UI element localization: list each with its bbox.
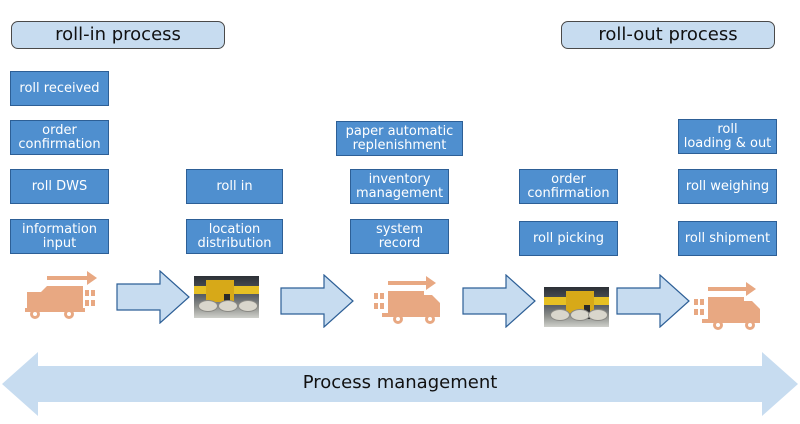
step-paper-automatic-replenishment: paper automatic replenishment	[336, 121, 463, 156]
truck-loading-out-icon	[694, 282, 760, 330]
flow-arrow-2	[280, 274, 354, 328]
step-roll-picking: roll picking	[519, 221, 618, 256]
step-order-confirmation-in: order confirmation	[10, 120, 109, 155]
step-roll-dws: roll DWS	[10, 169, 109, 204]
step-roll-loading-out: roll loading & out	[678, 119, 777, 154]
flow-arrow-1	[116, 270, 190, 324]
roll-out-phase-label: roll-out process	[561, 21, 775, 49]
truck-unloading-icon	[25, 271, 97, 319]
flow-arrow-4	[616, 274, 690, 328]
process-management-label: Process management	[302, 372, 498, 393]
step-roll-weighing: roll weighing	[678, 169, 777, 204]
step-roll-shipment: roll shipment	[678, 221, 777, 256]
step-roll-in: roll in	[186, 169, 283, 204]
crane-warehouse-photo-2	[544, 287, 609, 327]
crane-warehouse-photo	[194, 276, 259, 318]
roll-in-phase-label: roll-in process	[11, 21, 225, 49]
step-location-distribution: location distribution	[186, 219, 283, 254]
step-order-confirmation-out: order confirmation	[519, 169, 618, 204]
step-inventory-management: inventory management	[350, 169, 449, 204]
truck-loading-icon	[374, 276, 440, 324]
step-system-record: system record	[350, 219, 449, 254]
step-information-input: information input	[10, 219, 109, 254]
step-roll-received: roll received	[10, 71, 109, 106]
flow-arrow-3	[462, 274, 536, 328]
process-management-arrow	[2, 352, 798, 416]
